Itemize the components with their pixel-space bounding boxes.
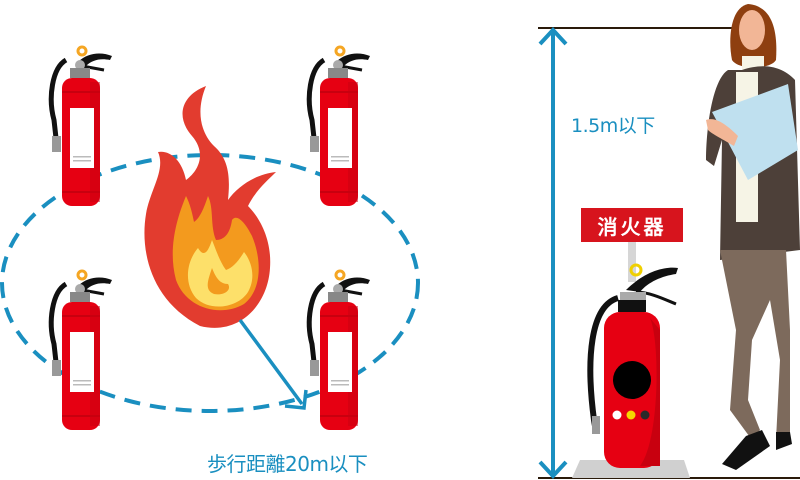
fire-icon bbox=[144, 86, 276, 328]
arrow-up-icon bbox=[538, 27, 568, 46]
extinguisher-icon-top-right bbox=[309, 47, 370, 206]
extinguisher-icon-bottom-right bbox=[309, 271, 370, 430]
extinguisher-icon-top-left bbox=[51, 47, 112, 206]
walking-distance-label: 歩行距離20m以下 bbox=[207, 452, 368, 476]
coverage-circle bbox=[0, 153, 420, 413]
extinguisher-stand bbox=[572, 460, 690, 478]
extinguisher-sign: 消火器 bbox=[581, 208, 683, 242]
extinguisher-icon-bottom-left bbox=[51, 271, 112, 430]
extinguisher-icon-large bbox=[587, 263, 678, 468]
arrowhead-icon bbox=[284, 389, 308, 410]
person-standing-icon bbox=[706, 4, 800, 470]
arrow-down-icon bbox=[538, 460, 568, 479]
walking-distance-arrow bbox=[238, 318, 304, 406]
height-limit-label: 1.5m以下 bbox=[571, 115, 655, 137]
sign-pole bbox=[628, 242, 636, 282]
